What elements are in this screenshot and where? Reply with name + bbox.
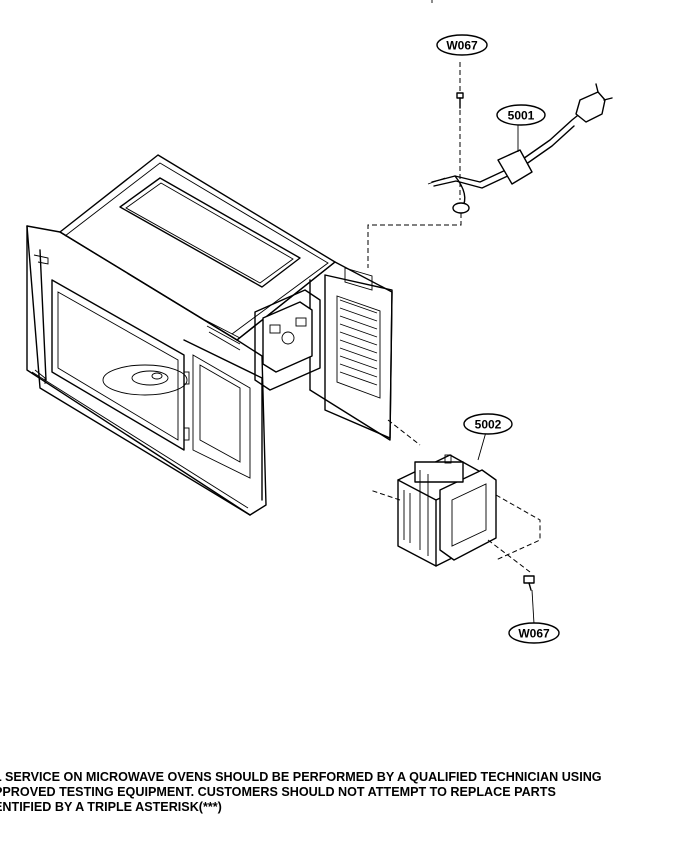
callout-5002: 5002 [463,413,513,435]
assembly-leader-lines [367,62,541,625]
note-line-2: PPROVED TESTING EQUIPMENT. CUSTOMERS SHO… [0,785,556,799]
service-warning-note: L SERVICE ON MICROWAVE OVENS SHOULD BE P… [0,770,688,815]
callout-5001: 5001 [496,104,546,126]
callout-w067-top-label: W067 [446,39,478,53]
oven-cabinet [26,154,393,516]
note-line-3: ENTIFIED BY A TRIPLE ASTERISK(***) [0,800,222,814]
high-voltage-transformer [397,454,497,567]
callout-w067-bottom: W067 [508,622,560,644]
screw-bottom [523,575,535,591]
screw-top [456,92,464,109]
callout-w067-bottom-label: W067 [518,627,550,641]
power-cord-assembly [427,83,613,214]
callout-5002-label: 5002 [475,418,502,432]
callout-w067-top: W067 [436,34,488,56]
note-line-1: L SERVICE ON MICROWAVE OVENS SHOULD BE P… [0,770,602,784]
callout-5001-label: 5001 [508,109,535,123]
